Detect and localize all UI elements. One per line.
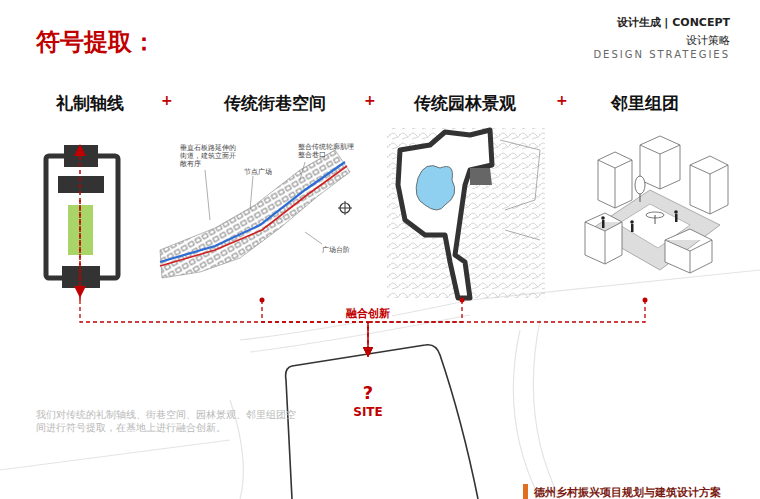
footer-title: 德州乡村振兴项目规划与建筑设计方案 [534, 485, 721, 499]
annotation: 垂直石板路延伸的街道，建筑立面开敞有序 [180, 144, 236, 168]
strategy-panel: 传统园林景观 [385, 92, 545, 300]
annotation: 整合传统轮廓肌理整合巷口 [298, 143, 356, 159]
plus-sign: + [556, 92, 568, 108]
site-question: ? [300, 382, 436, 404]
merge-connector [368, 300, 645, 356]
panel-heading: 礼制轴线 [40, 92, 140, 115]
panel-heading: 邻里组团 [570, 92, 720, 115]
panel-heading: 传统街巷空间 [165, 92, 385, 115]
strategy-panel: 礼制轴线 [40, 92, 140, 300]
header-label: 设计生成 | CONCEPT [617, 15, 730, 30]
plus-sign: + [364, 92, 376, 108]
site-label: SITE [300, 404, 436, 420]
site-area: ?SITE [300, 356, 436, 456]
annotation: 节点广场 [244, 167, 272, 177]
header-subtitle: DESIGN STRATEGIES [593, 49, 730, 60]
merge-connector [80, 300, 368, 356]
description-text: 我们对传统的礼制轴线、街巷空间、园林景观、邻里组团空间进行符号提取，在基地上进行… [36, 408, 298, 434]
strategy-panel: 传统街巷空间 [165, 92, 385, 300]
panel-heading: 传统园林景观 [385, 92, 545, 115]
strategy-panel: 邻里组团 [570, 92, 720, 300]
merge-label: 融合创新 [344, 306, 392, 321]
page-title: 符号提取： [36, 26, 156, 58]
header-label: 设计策略 [686, 33, 730, 48]
plus-sign: + [161, 92, 173, 108]
annotation: 广场台阶 [322, 245, 350, 255]
